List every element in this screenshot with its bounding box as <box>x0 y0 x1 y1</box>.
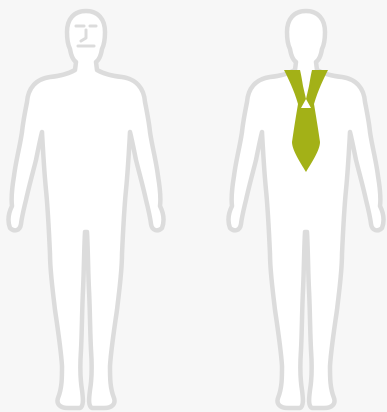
back-body-outline <box>229 11 384 408</box>
front-body-outline <box>9 11 164 408</box>
back-body-figure <box>229 11 384 408</box>
front-body-figure <box>9 11 164 408</box>
